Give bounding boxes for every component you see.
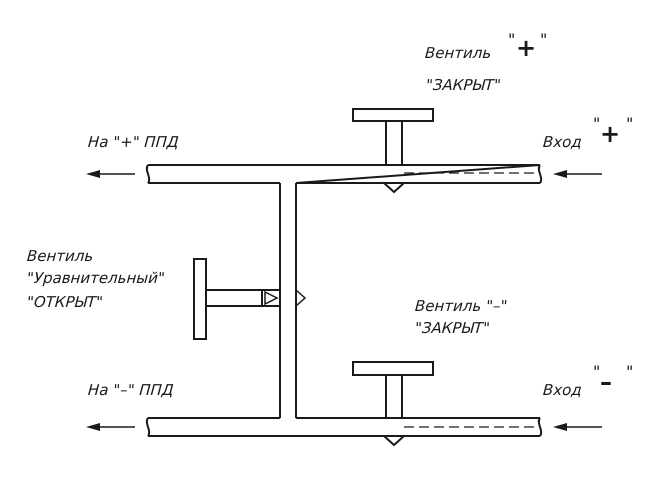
bottom-pipe-wall <box>148 417 540 437</box>
valve-eq-seat-inner <box>264 290 279 306</box>
valve-plus-state: "ЗАКРЫТ" <box>425 76 502 94</box>
valve-plus-handle <box>352 108 434 122</box>
valve-plus-sign: + <box>516 34 537 62</box>
top-pipe-right-break <box>537 164 543 184</box>
arrow-input-minus <box>553 423 602 431</box>
valve-eq-body <box>261 289 281 307</box>
valve-minus-stem <box>385 375 403 418</box>
top-pipe <box>148 164 541 184</box>
valve-eq-handle <box>193 258 207 340</box>
input-minus-quote-close: " <box>626 362 634 381</box>
valve-minus-handle <box>352 361 434 376</box>
input-plus-sign: + <box>600 120 621 148</box>
input-plus-label: Вход <box>542 133 583 151</box>
input-minus-label: Вход <box>542 381 583 399</box>
outlet-plus-label: На "+" ППД <box>87 133 180 151</box>
arrow-to-plus-ppd <box>86 170 135 178</box>
arrow-to-minus-ppd <box>86 423 135 431</box>
valve-minus-seat <box>381 435 407 447</box>
valve-eq-seat <box>295 289 307 307</box>
input-minus-quote-open: " <box>593 362 601 381</box>
top-pipe-wall <box>148 164 540 184</box>
valve-eq-stem <box>206 289 262 307</box>
input-plus-quote-open: " <box>593 114 601 133</box>
valve-plus-quote-close: " <box>540 30 548 49</box>
vertical-pipe <box>279 183 297 418</box>
outlet-minus-label: На "–" ППД <box>87 381 175 399</box>
valve-plus-name: Вентиль <box>424 44 492 62</box>
valve-plus-quote-open: " <box>508 30 516 49</box>
bottom-pipe-right-break <box>537 417 543 437</box>
input-minus-sign: – <box>600 368 612 396</box>
valve-minus-name: Вентиль "–" <box>414 297 508 315</box>
valve-plus-seat <box>381 182 407 194</box>
valve-eq-type: "Уравнительный" <box>26 269 166 287</box>
arrow-input-plus <box>553 170 602 178</box>
valve-eq-name: Вентиль <box>26 247 94 265</box>
valve-minus-state: "ЗАКРЫТ" <box>414 319 491 337</box>
bottom-pipe-left-break <box>145 417 151 437</box>
input-plus-quote-close: " <box>626 114 634 133</box>
valve-plus-stem <box>385 121 403 165</box>
top-pipe-left-break <box>145 164 151 184</box>
valve-eq-state: "ОТКРЫТ" <box>26 293 104 311</box>
